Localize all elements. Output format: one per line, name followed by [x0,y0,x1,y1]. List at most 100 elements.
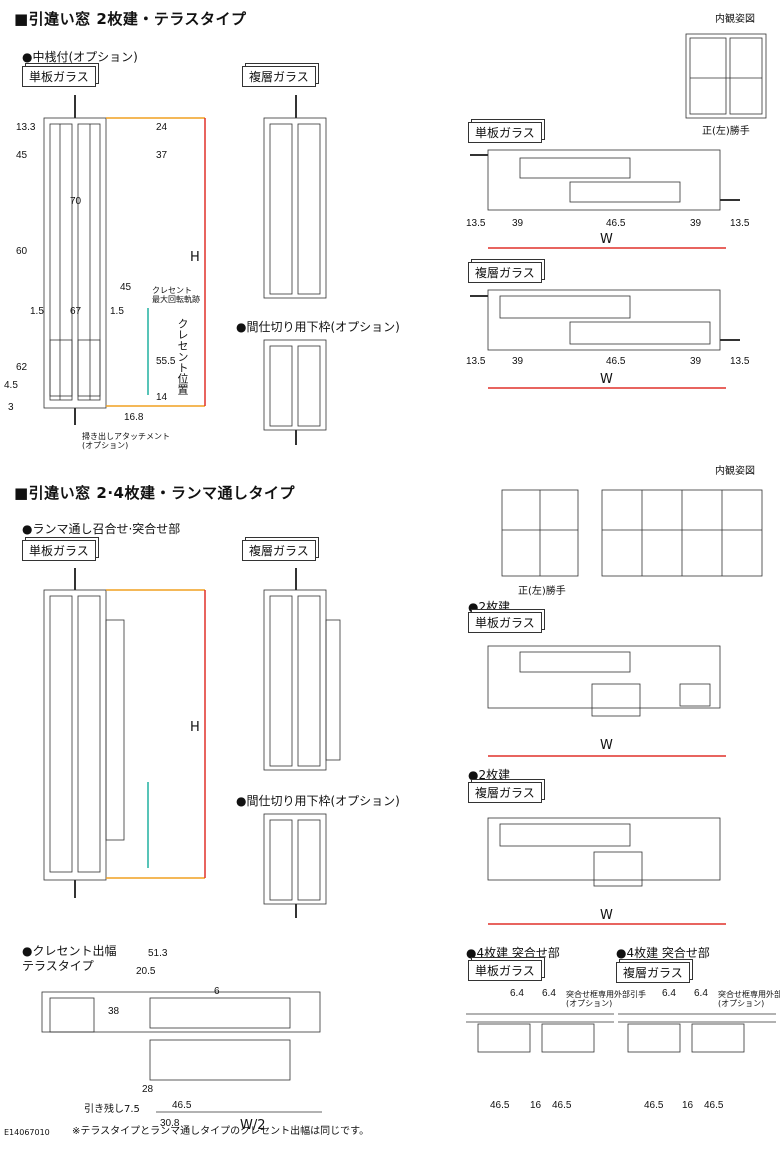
abut-dim-46-5-c: 46.5 [644,1100,664,1111]
abut-dim-46-5-a: 46.5 [490,1100,510,1111]
interior-elevation-4panel [601,489,763,577]
partition-frame-note: ●間仕切り用下枠(オプション) [236,320,400,334]
plan-section-double [470,289,740,351]
plan-single-glass-label-2: 単板ガラス [468,612,542,633]
width-W-label-a: W [600,232,613,247]
height-H-label: H [190,250,200,265]
dim-67: 67 [70,306,82,317]
vertical-section-double [263,95,327,299]
plan-section-double-2 [487,817,721,887]
interior-view-label-2: 内観姿図 [715,466,755,477]
dim-70: 70 [70,196,82,207]
four-panel-label-a: ●4枚建 突合せ部 [466,946,560,960]
pull-margin-label: 引き残し7.5 [84,1104,140,1115]
plan-dim-39-c: 39 [512,356,524,367]
abut-dim-16: 16 [530,1100,542,1111]
vertical-section-double-2 [263,568,341,771]
plan-double-glass-label-2: 複層ガラス [468,782,542,803]
plan-single-glass-label: 単板ガラス [468,122,542,143]
abut-dim-6-4-d: 6.4 [694,988,708,999]
partition-frame-drawing [263,339,327,445]
crescent-width-title: ●クレセント出幅 テラスタイプ [22,944,117,973]
section-title-terrace: ■引違い窓 2枚建・テラスタイプ [14,10,247,28]
dim-37: 37 [156,150,168,161]
interior-elevation-2panel [501,489,579,577]
dim-14: 14 [156,392,168,403]
abut-pull-label-a: 突合せ框専用外部引手 (オプション) [566,990,646,1008]
width-W-label-c: W [600,738,613,753]
handedness-label: 正(左)勝手 [702,126,750,137]
height-H-label-2: H [190,720,200,735]
dim-1-5-a: 1.5 [30,306,44,317]
plan-dim-39-a: 39 [512,218,524,229]
dim-60: 60 [16,246,28,257]
two-panel-label-a: ●2枚建 [468,600,511,614]
dim-62: 62 [16,362,28,373]
abut-detail-single [466,1013,614,1053]
crescent-dim-46-5: 46.5 [172,1100,192,1111]
plan-dim-13-5-a: 13.5 [466,218,486,229]
double-glass-label-2: 複層ガラス [242,540,316,561]
interior-view-label: 内観姿図 [715,14,755,25]
two-panel-label-b: ●2枚建 [468,768,511,782]
plan-dim-46-5: 46.5 [606,218,626,229]
abut-dim-6-4-a: 6.4 [510,988,524,999]
dim-3: 3 [8,402,14,413]
dim-1-5-b: 1.5 [110,306,124,317]
footnote: ※テラスタイプとランマ通しタイプのクレセント出幅は同じです。 [72,1126,370,1137]
doc-code: E14067010 [4,1128,50,1137]
double-glass-label: 複層ガラス [242,66,316,87]
plan-dim-13-5-c: 13.5 [466,356,486,367]
dim-45-b: 45 [120,282,132,293]
width-W-label-b: W [600,372,613,387]
crescent-dim-6: 6 [214,986,220,997]
four-panel-label-b: ●4枚建 突合せ部 [616,946,710,960]
dim-24: 24 [156,122,168,133]
option-note: ●中桟付(オプション) [22,50,138,64]
handedness-label-2: 正(左)勝手 [518,586,566,597]
single-glass-label-2: 単板ガラス [22,540,96,561]
plan-dim-13-5-d: 13.5 [730,356,750,367]
plan-dim-46-5-b: 46.5 [606,356,626,367]
abut-dim-46-5-b: 46.5 [552,1100,572,1111]
crescent-dim-30-8: 30.8 [160,1118,180,1129]
crescent-dim-28: 28 [142,1084,154,1095]
single-glass-label: 単板ガラス [22,66,96,87]
abut-double-glass-label: 複層ガラス [616,962,690,983]
crescent-position-label: クレセント位置 [176,318,189,395]
partition-frame-note-2: ●間仕切り用下枠(オプション) [236,794,400,808]
vertical-section-single [43,95,107,425]
dim-13-3: 13.3 [16,122,36,133]
abut-pull-label-b: 突合せ框専用外部引手 (オプション) [718,990,780,1008]
abut-dim-6-4-b: 6.4 [542,988,556,999]
crescent-rotation-label: クレセント 最大回転軌跡 [152,286,200,304]
abut-single-glass-label: 単板ガラス [468,960,542,981]
dim-45: 45 [16,150,28,161]
sweep-attachment-label: 掃き出しアタッチメント (オプション) [82,432,170,450]
abut-dim-6-4-c: 6.4 [662,988,676,999]
abut-dim-16-b: 16 [682,1100,694,1111]
abut-dim-46-5-d: 46.5 [704,1100,724,1111]
interior-elevation-top [685,33,767,119]
dim-4-5: 4.5 [4,380,18,391]
plan-dim-39-b: 39 [690,218,702,229]
width-W-label-d: W [600,908,613,923]
plan-double-glass-label: 複層ガラス [468,262,542,283]
partition-frame-drawing-2 [263,813,327,918]
vertical-section-single-2 [43,568,125,898]
dim-16-8: 16.8 [124,412,144,423]
abut-detail-double [618,1013,776,1053]
plan-dim-39-d: 39 [690,356,702,367]
plan-dim-13-5-b: 13.5 [730,218,750,229]
section-title-transom: ■引違い窓 2·4枚建・ランマ通しタイプ [14,484,295,502]
plan-section-single [470,149,740,211]
crescent-dim-38: 38 [108,1006,120,1017]
crescent-dim-51-3: 51.3 [148,948,168,959]
crescent-width-drawing [41,991,321,1081]
crescent-dim-20-5: 20.5 [136,966,156,977]
dim-55-5: 55.5 [156,356,176,367]
half-width-label: W/2 [240,1118,266,1133]
plan-section-single-2 [487,645,721,717]
meeting-note: ●ランマ通し召合せ·突合せ部 [22,522,181,536]
